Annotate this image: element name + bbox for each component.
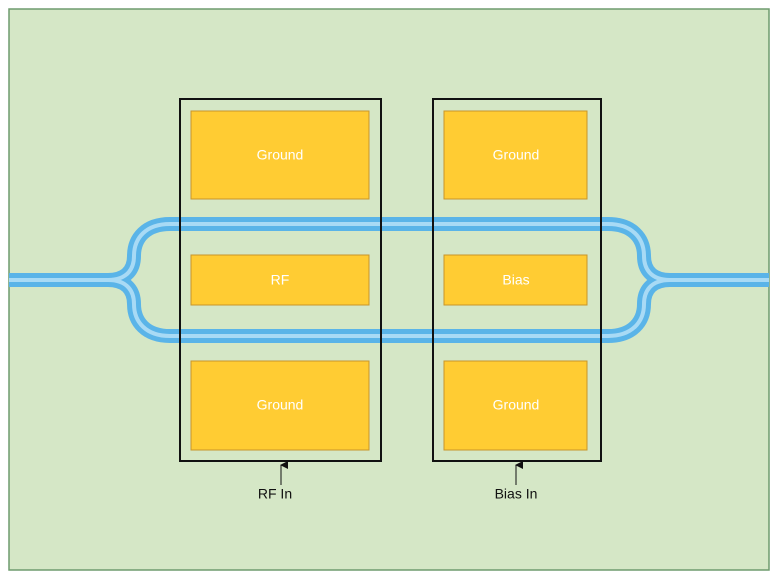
optical-waveguide — [9, 217, 769, 343]
bias-electrode-group: Ground Bias Ground Bias In — [432, 98, 602, 502]
bias-signal-label: Bias — [502, 272, 529, 288]
bias-top-ground-label: Ground — [493, 147, 540, 163]
bias-signal-pad — [443, 254, 588, 306]
rf-electrode-group: Ground RF Ground RF In — [179, 98, 382, 502]
rf-signal-pad — [190, 254, 370, 306]
rf-top-ground-label: Ground — [257, 147, 304, 163]
rf-in-label: RF In — [258, 486, 292, 502]
bias-bottom-ground-pad — [443, 360, 588, 451]
rf-bottom-ground-pad — [190, 360, 370, 451]
rf-signal-label: RF — [271, 272, 290, 288]
bias-in-label: Bias In — [495, 486, 538, 502]
rf-bottom-ground-label: Ground — [257, 397, 304, 413]
bias-bottom-ground-label: Ground — [493, 397, 540, 413]
bias-top-ground-pad — [443, 110, 588, 200]
rf-top-ground-pad — [190, 110, 370, 200]
